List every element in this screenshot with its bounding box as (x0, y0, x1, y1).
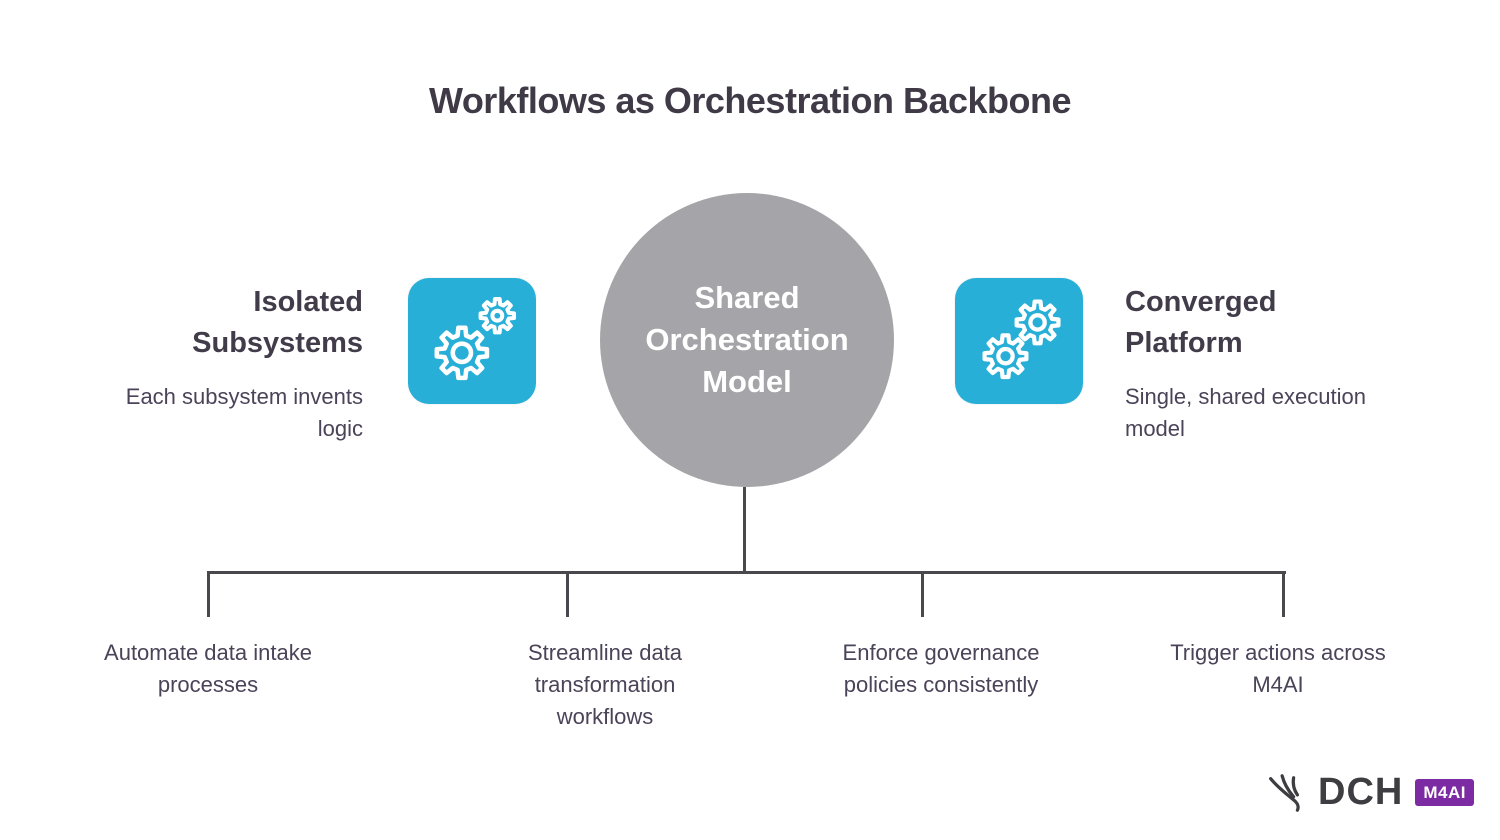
gears-icon (965, 287, 1073, 395)
brand-name: DCH (1318, 771, 1404, 813)
left-text-block: Isolated Subsystems Each subsystem inven… (103, 282, 363, 445)
right-heading: Converged Platform (1125, 286, 1277, 360)
connector-drop-2 (566, 571, 569, 617)
connector-drop-1 (207, 571, 210, 617)
center-node-label: Shared Orchestration Model (645, 279, 849, 400)
gears-icon (418, 287, 526, 395)
connector-drop-3 (921, 571, 924, 617)
page-title: Workflows as Orchestration Backbone (428, 80, 1072, 121)
connector-drop-4 (1282, 571, 1285, 617)
left-description: Each subsystem invents logic (125, 384, 363, 442)
right-description: Single, shared execution model (1125, 384, 1366, 442)
brand-logo: DCH M4AI (1264, 771, 1474, 814)
branch-label-governance: Enforce governance policies consistently (842, 640, 1040, 697)
brand-badge: M4AI (1415, 779, 1474, 806)
branch-label-trigger: Trigger actions across M4AI (1170, 640, 1386, 697)
left-heading: Isolated Subsystems (192, 286, 363, 360)
right-text-block: Converged Platform Single, shared execut… (1125, 282, 1415, 445)
left-icon-tile (408, 278, 536, 404)
connector-center-stem (743, 487, 746, 573)
right-icon-tile (955, 278, 1083, 404)
center-node: Shared Orchestration Model (600, 193, 894, 487)
connector-horizontal-bar (207, 571, 1286, 574)
antler-icon (1264, 772, 1306, 814)
branch-label-streamline: Streamline data transformation workflows (527, 640, 683, 729)
branch-label-automate: Automate data intake processes (104, 640, 312, 697)
